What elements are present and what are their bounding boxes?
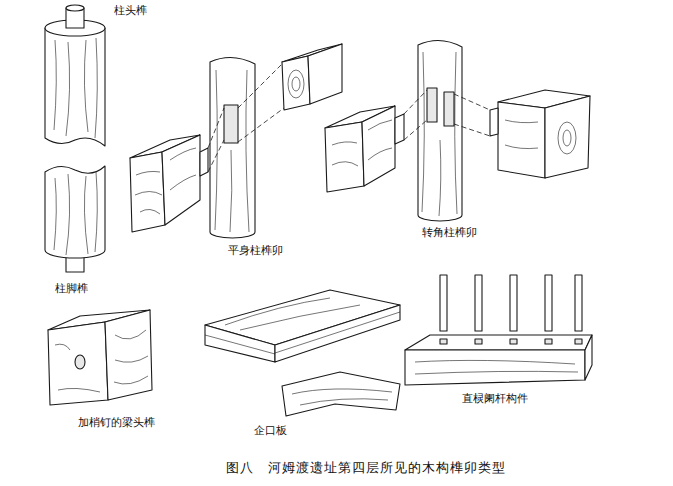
railing-member: [405, 275, 592, 385]
post-head-tenon: [45, 5, 105, 146]
tongue-groove-plank-line: [205, 298, 400, 354]
middle-post-joint-line: [130, 152, 165, 232]
middle-post-joint-line: [135, 148, 196, 214]
corner-post-joint-line: [563, 130, 571, 146]
corner-post-joint-line: [422, 52, 457, 216]
railing-member-line: [545, 275, 552, 331]
middle-post-joint-line: [308, 44, 342, 104]
tongue-groove-plank-line: [205, 325, 275, 362]
middle-post-joint-line: [215, 70, 249, 232]
tongue-groove-plank-line: [292, 389, 392, 405]
corner-post-joint-line: [404, 90, 490, 140]
post-foot-tenon-line: [45, 166, 105, 258]
railing-member-line: [510, 275, 517, 331]
railing-label: 直棂阑杆构件: [462, 392, 528, 405]
corner-post-joint-line: [427, 88, 437, 122]
middle-post-joint-line: [282, 56, 310, 110]
pinned-beam-tenon-line: [48, 322, 108, 405]
railing-member-line: [475, 275, 482, 331]
corner-post-joint-line: [362, 106, 395, 186]
post-foot-tenon: [45, 166, 105, 272]
railing-member-line: [405, 350, 585, 385]
post-head-tenon-line: [45, 28, 105, 146]
corner-post-joint-line: [444, 92, 454, 126]
railing-member-line: [440, 275, 447, 331]
middle-joint-label: 平身柱榫卯: [228, 244, 283, 257]
middle-post-joint-line: [292, 77, 300, 91]
middle-post-joint-line: [288, 70, 304, 98]
middle-post-joint-line: [208, 64, 284, 172]
railing-member-line: [440, 339, 447, 344]
railing-member-line: [405, 335, 592, 350]
middle-post-joint-line: [210, 57, 255, 238]
corner-post-joint: [325, 40, 590, 221]
middle-post-joint-line: [224, 105, 238, 143]
middle-post-joint-line: [200, 148, 208, 176]
corner-post-joint-line: [505, 120, 538, 149]
railing-member-line: [585, 335, 592, 380]
tongue-groove-plank-line: [282, 372, 400, 416]
railing-member-line: [510, 339, 517, 344]
plank-label: 企口板: [254, 424, 287, 437]
post-foot-label: 柱脚榫: [55, 282, 88, 295]
corner-post-joint-line: [490, 108, 498, 136]
corner-post-joint-line: [395, 114, 404, 144]
corner-post-joint-line: [332, 120, 392, 166]
middle-post-joint: [130, 44, 342, 238]
post-head-tenon-line: [54, 38, 97, 138]
pinned-beam-tenon-line: [75, 355, 85, 369]
railing-member-line: [575, 275, 582, 331]
pinned-tenon-label: 加梢钉的梁头榫: [78, 416, 155, 429]
corner-post-joint-line: [545, 96, 590, 178]
railing-member-line: [575, 339, 582, 344]
tongue-groove-plank: [205, 290, 400, 416]
railing-member-line: [475, 339, 482, 344]
corner-post-joint-line: [325, 122, 364, 192]
corner-post-joint-line: [498, 102, 545, 178]
corner-joint-label: 转角柱榫卯: [422, 226, 477, 239]
railing-member-line: [545, 339, 552, 344]
post-foot-tenon-line: [54, 172, 97, 255]
pinned-beam-tenon: [48, 310, 152, 405]
figure-caption: 图八 河姆渡遗址第四层所见的木构榫卯类型: [226, 460, 506, 476]
corner-post-joint-line: [418, 40, 462, 221]
pinned-beam-tenon-line: [105, 310, 152, 400]
tongue-groove-plank-line: [275, 305, 400, 362]
post-head-label: 柱头榫: [114, 4, 147, 17]
pinned-beam-tenon-line: [55, 330, 148, 392]
corner-post-joint-line: [558, 122, 576, 154]
post-head-tenon-line: [66, 5, 84, 11]
railing-member-line: [415, 360, 578, 374]
